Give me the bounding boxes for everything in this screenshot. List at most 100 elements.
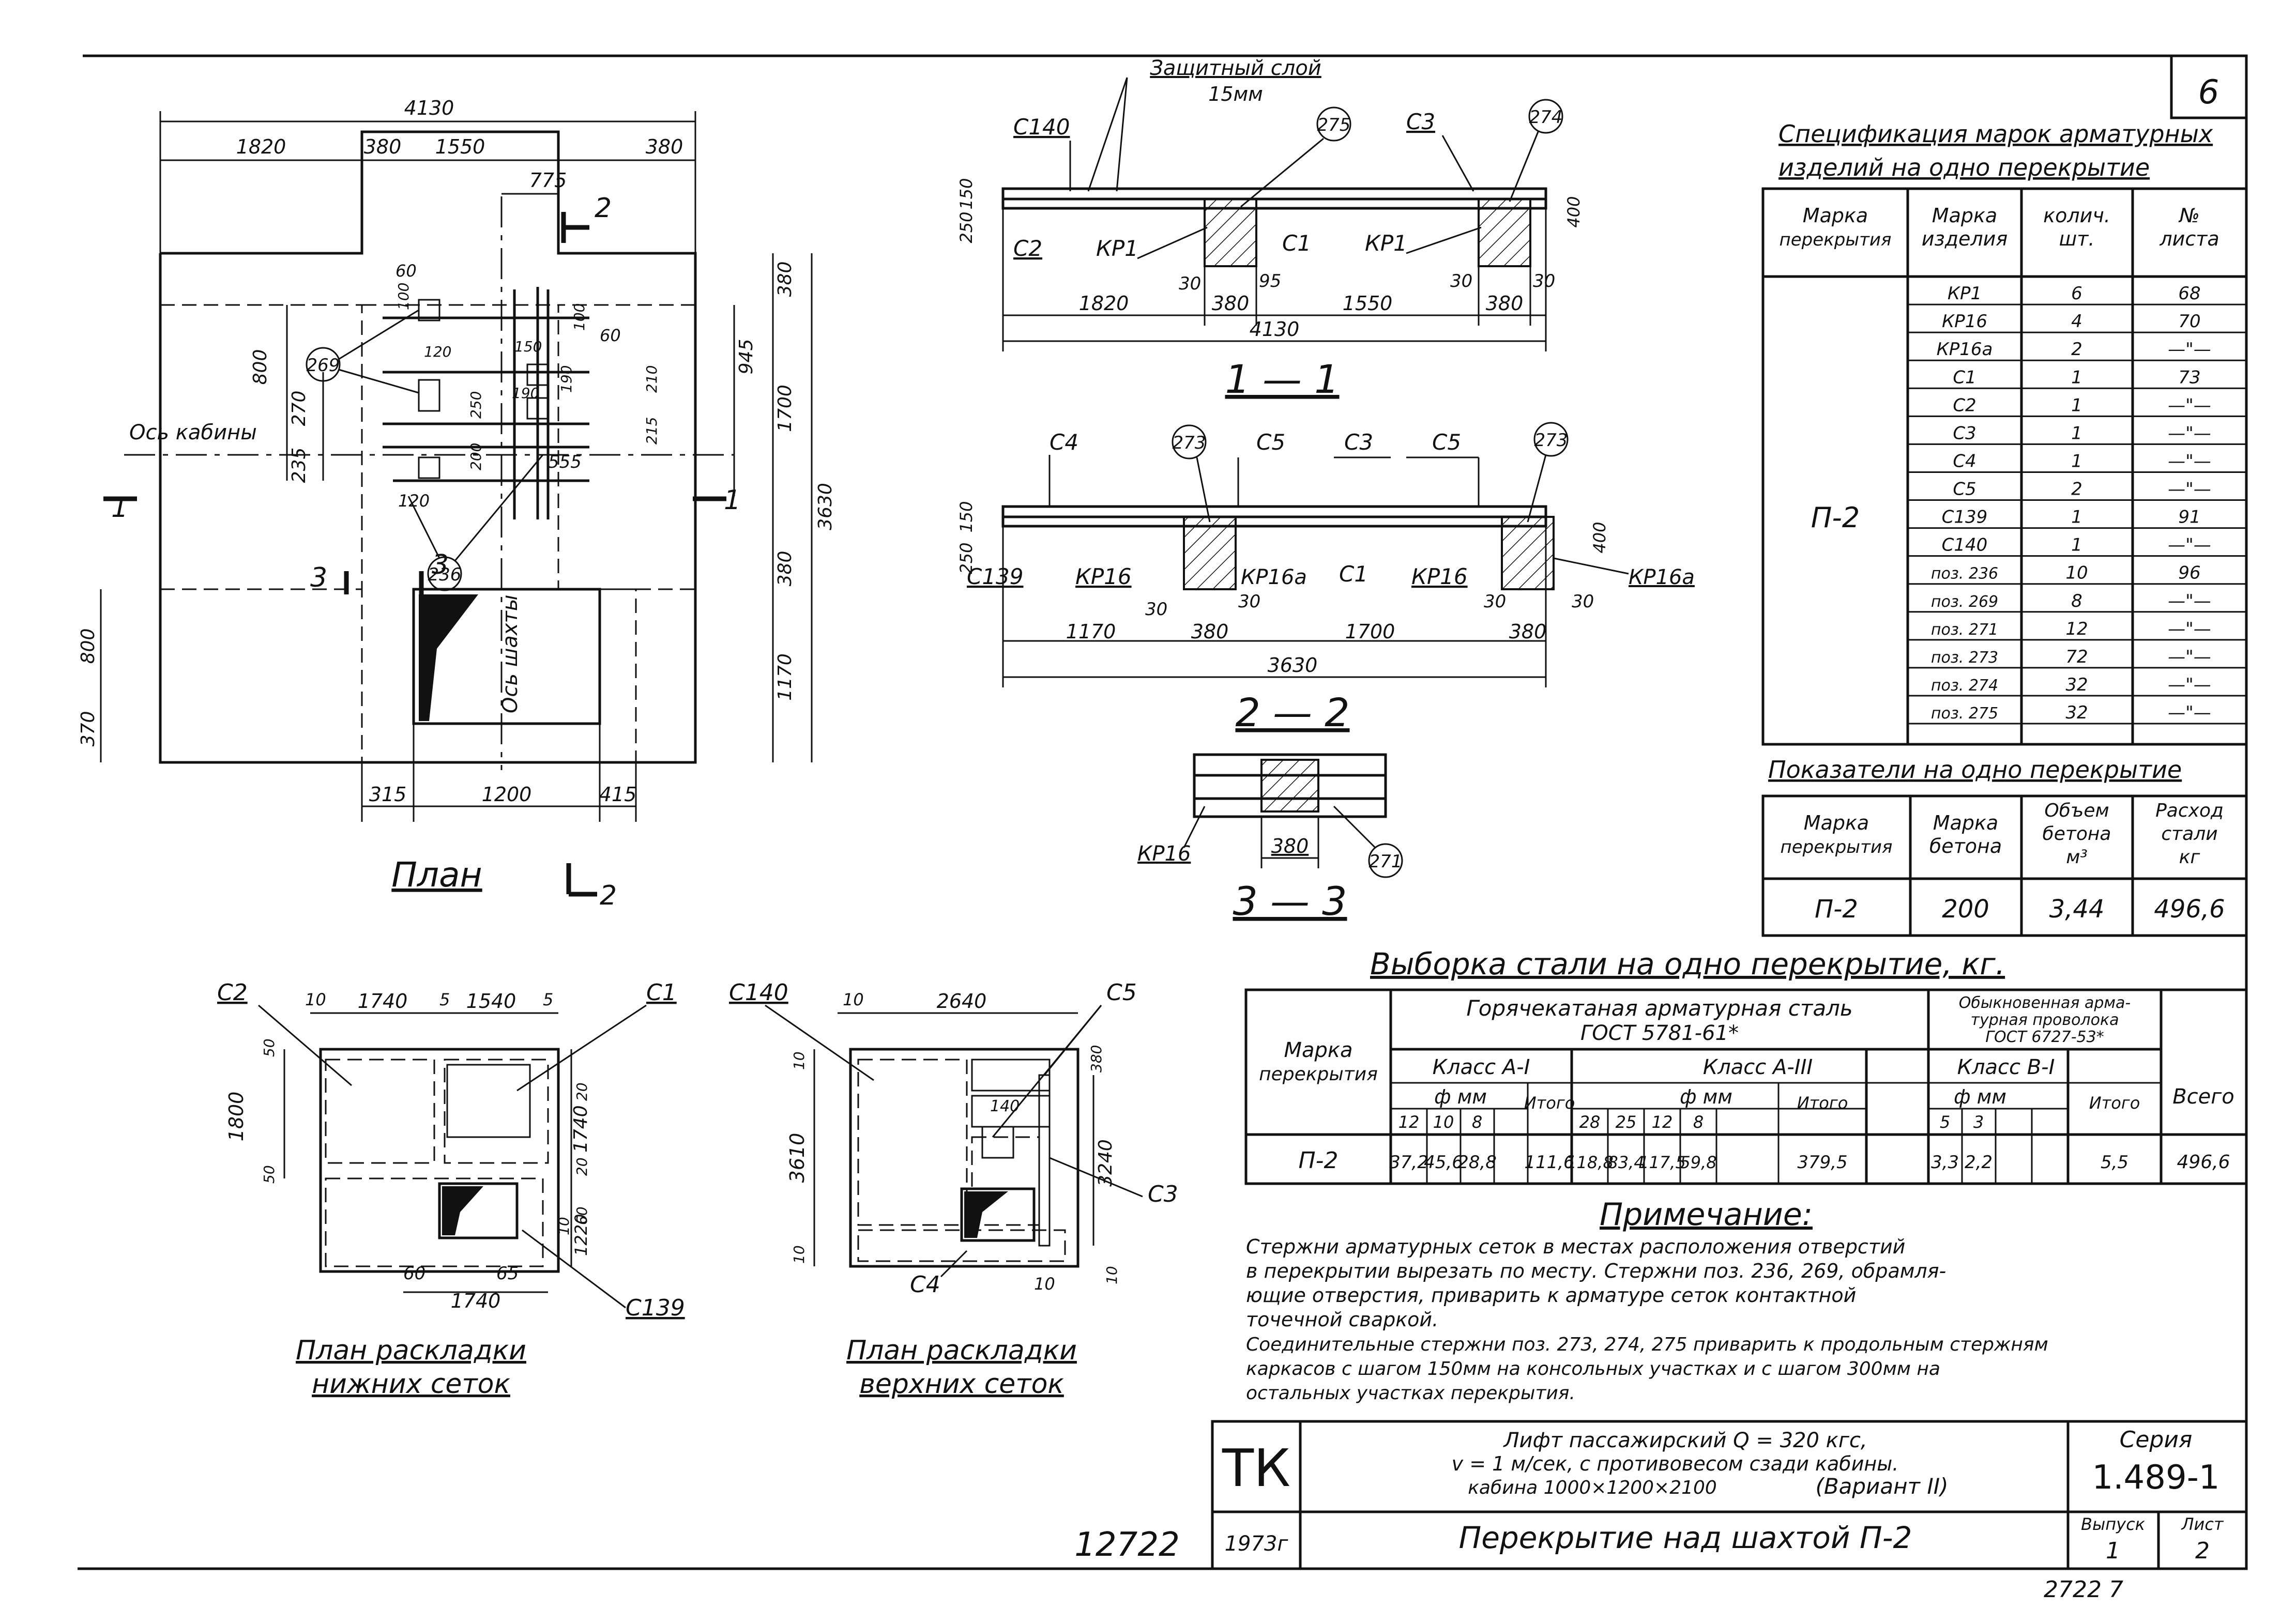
steel-total-a1: Итого	[1524, 1093, 1575, 1113]
spec-row-cell: —"—	[2168, 702, 2211, 723]
upper-dim-10c: 10	[790, 1245, 808, 1264]
s22-label-c5b: С5	[1432, 430, 1461, 455]
plan-dim-inner-215: 215	[643, 417, 660, 445]
steel-hot-2: ГОСТ 5781-61*	[1580, 1021, 1739, 1045]
ind-h1a: Марка	[1804, 811, 1869, 834]
spec-head-4b: листа	[2159, 227, 2219, 250]
ind-h3a: Объем	[2044, 800, 2109, 821]
spec-row-cell: 1	[2071, 507, 2082, 528]
spec-row-cell: поз. 273	[1931, 649, 1998, 667]
steel-v-8: 59,8	[1680, 1153, 1716, 1172]
spec-floor-mark: П-2	[1811, 501, 1860, 534]
s11-title: 1 — 1	[1225, 356, 1339, 402]
steel-col-mark-a: Марка	[1284, 1038, 1352, 1062]
plan-dim-775: 775	[529, 169, 567, 192]
upper-label-c140: С140	[729, 979, 788, 1006]
spec-row-cell: С139	[1942, 507, 1988, 528]
s11-dim-380b: 380	[1486, 292, 1524, 315]
steel-d-a3-1: 28	[1579, 1112, 1601, 1132]
s11-dim-1550: 1550	[1343, 292, 1393, 315]
spec-row-cell: 1	[2071, 535, 2082, 556]
spec-row-cell: 2	[2071, 339, 2082, 360]
s11-label-c140: С140	[1013, 114, 1070, 140]
s22-label-kr16a: КР16	[1075, 564, 1132, 589]
note-line-5: Соединительные стержни поз. 273, 274, 27…	[1246, 1334, 2048, 1355]
plan-dim-right-1700: 1700	[774, 385, 796, 432]
plan-dim-bottom-415: 415	[599, 783, 637, 806]
upper-label-c3: С3	[1148, 1181, 1178, 1207]
spec-row-cell: 1	[2071, 451, 2082, 471]
s22-dim-1700: 1700	[1345, 620, 1395, 643]
spec-row-cell: КР16а	[1937, 339, 1993, 360]
spec-head-1a: Марка	[1803, 204, 1868, 227]
ind-h1b: перекрытия	[1781, 837, 1893, 857]
plan-axis-shaft: Ось шахты	[498, 595, 522, 713]
steel-total-b1: Итого	[2089, 1093, 2140, 1113]
plan-title: План	[391, 855, 482, 895]
steel-v-3: 28,8	[1457, 1152, 1497, 1173]
plan-mark-269: 269	[307, 355, 340, 376]
ind-h3c: м³	[2066, 847, 2088, 868]
plan-dim-inner-200: 200	[467, 443, 484, 470]
s22-dim-30d: 30	[1572, 591, 1594, 612]
plan-dim-inner-190b: 190	[512, 385, 539, 402]
lower-label-c139: С139	[626, 1295, 685, 1321]
upper-dim-10a: 10	[843, 990, 864, 1009]
s22-dim-150: 150	[956, 501, 976, 532]
spec-row-cell: поз. 236	[1931, 565, 1998, 583]
note-line-3: ющие отверстия, приварить к арматуре сет…	[1246, 1284, 1856, 1307]
s11-dim-1820: 1820	[1079, 292, 1129, 315]
tb-sheet: 2	[2195, 1538, 2210, 1564]
spec-row-cell: 1	[2071, 395, 2082, 416]
spec-row-cell: 96	[2178, 563, 2200, 584]
spec-row-cell: 68	[2178, 283, 2200, 304]
spec-head-3b: шт.	[2059, 227, 2095, 250]
steel-diam-b1: ф мм	[1954, 1085, 2006, 1108]
spec-head-1b: перекрытия	[1780, 229, 1892, 250]
s11-label-kr1a: КР1	[1096, 236, 1138, 261]
plan-dim-left-270: 270	[288, 391, 310, 426]
spec-title-2: изделий на одно перекрытие	[1778, 154, 2150, 181]
upper-dim-10b: 10	[790, 1051, 808, 1070]
upper-label-c5: С5	[1106, 979, 1137, 1006]
note-line-7: остальных участках перекрытия.	[1246, 1383, 1575, 1404]
section-1-1: Защитный слой 15мм С140 С3 С2 КР1 С1 КР1…	[956, 56, 1584, 402]
s11-dim-95: 95	[1259, 271, 1281, 292]
s11-label-c1: С1	[1282, 231, 1311, 256]
steel-v-12: 5,5	[2101, 1152, 2128, 1173]
section-3-3: КР16 380 271 3 — 3	[1137, 753, 1403, 924]
steel-title: Выборка стали на одно перекрытие, кг.	[1370, 946, 2005, 982]
ind-h4b: стали	[2161, 823, 2217, 845]
spec-row-cell: 12	[2065, 619, 2088, 639]
plan-dim-inner-60: 60	[396, 261, 417, 281]
tb-variant: (Вариант II)	[1815, 1474, 1948, 1499]
plan-section-2-top: 2	[595, 193, 612, 224]
spec-row-cell: 72	[2065, 647, 2088, 667]
plan-dim-top-3: 1550	[435, 135, 485, 158]
s11-protective-layer-value: 15мм	[1208, 83, 1263, 105]
tb-issue: 1	[2106, 1538, 2120, 1564]
steel-d-b1-2: 3	[1973, 1112, 1984, 1132]
steel-v-1: 37,2	[1389, 1152, 1428, 1173]
plan-dim-right-380a: 380	[774, 262, 796, 297]
upper-label-c4: С4	[910, 1271, 940, 1298]
ind-h2b: бетона	[1929, 835, 2002, 857]
s22-label-kr16b: КР16	[1411, 564, 1468, 589]
spec-row-cell: —"—	[2168, 479, 2211, 500]
steel-v-7: 117,5	[1638, 1153, 1686, 1172]
lower-label-c1: С1	[646, 979, 677, 1006]
upper-dim-3240: 3240	[1095, 1139, 1116, 1187]
lower-title-2: нижних сеток	[312, 1369, 510, 1400]
s11-dim-400: 400	[1564, 196, 1584, 227]
spec-row-cell: С2	[1953, 395, 1976, 416]
s22-label-c3: С3	[1344, 430, 1373, 455]
s22-label-c1: С1	[1339, 561, 1368, 587]
steel-table: Выборка стали на одно перекрытие, кг. Ма…	[1244, 946, 2248, 1185]
lower-dim-60v: 60	[573, 1206, 590, 1225]
s22-dim-3630: 3630	[1268, 654, 1318, 677]
tb-org: ТК	[1222, 1438, 1290, 1498]
ind-h2a: Марка	[1933, 811, 1998, 834]
footer-number: 2722 7	[2044, 1576, 2123, 1603]
ind-val-2: 200	[1942, 895, 1989, 924]
